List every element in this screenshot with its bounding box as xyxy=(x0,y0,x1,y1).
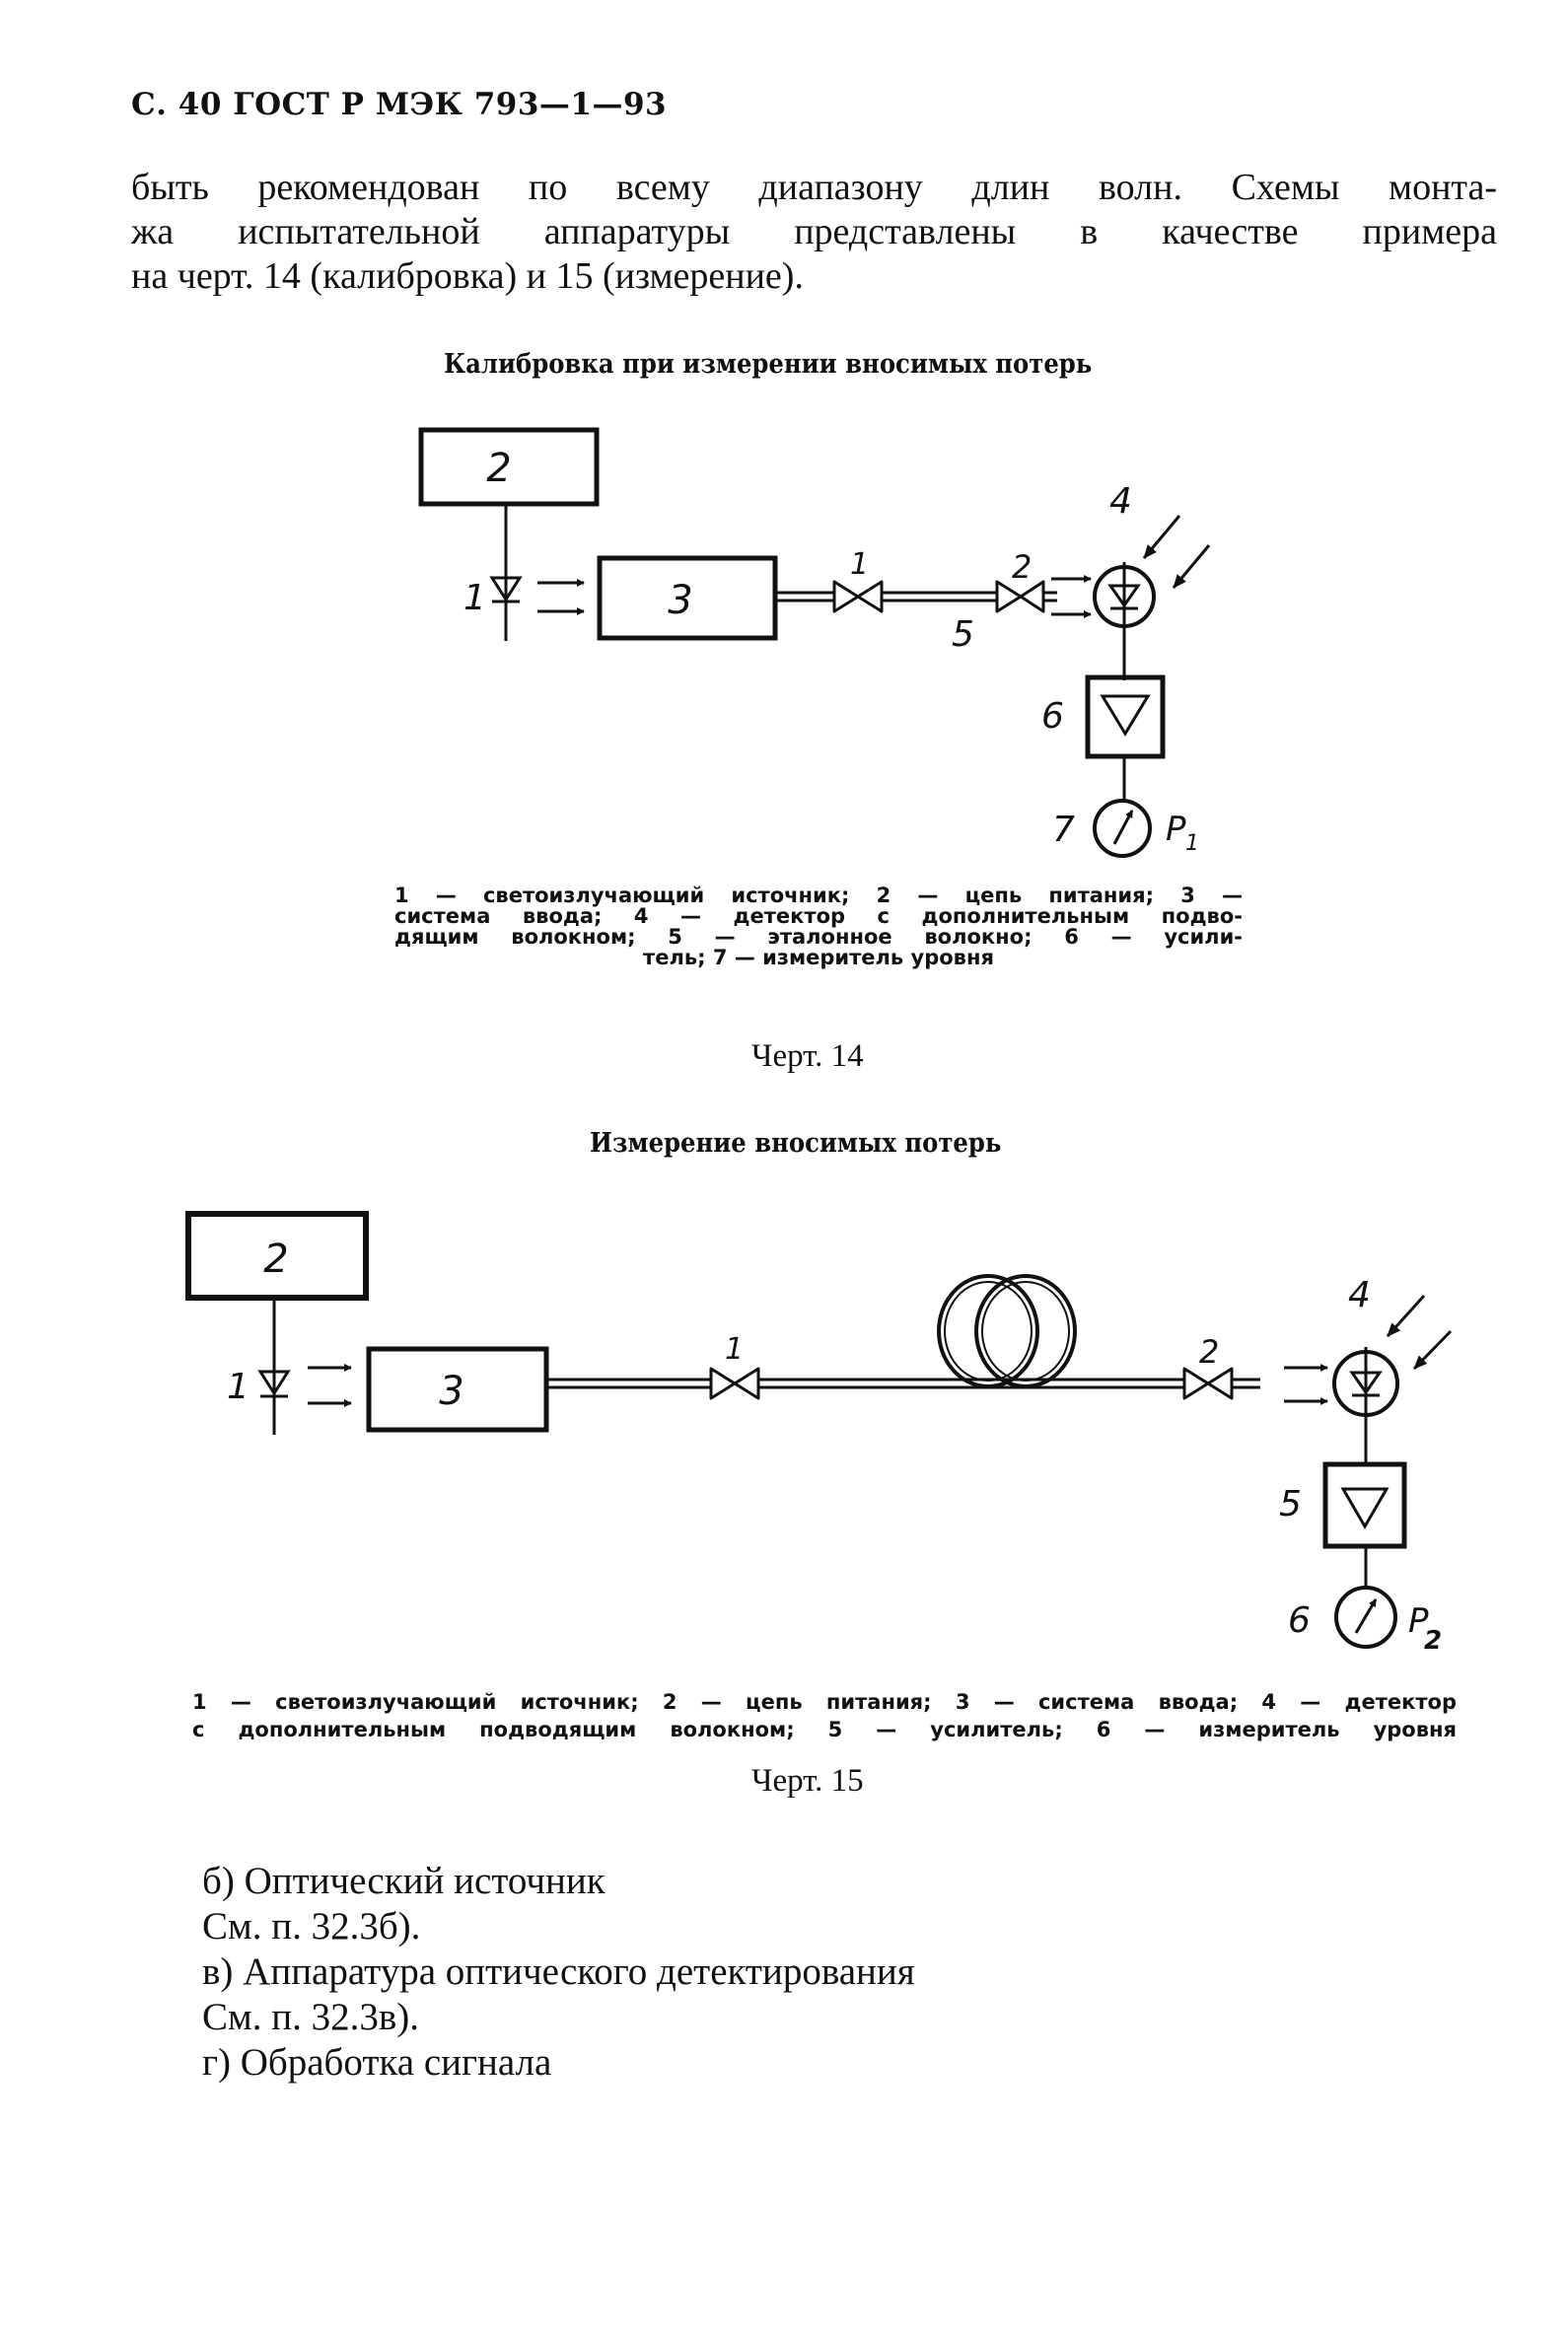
power-circuit-block: 2 xyxy=(418,427,600,507)
input-system-block: 3 xyxy=(597,555,778,641)
caption-line: дящим волокном; 5 — эталонное волокно; 6… xyxy=(394,925,1243,949)
power-circuit-label: 2 xyxy=(486,446,511,491)
input-system-label: 3 xyxy=(668,578,692,623)
figure15-title: Измерение вносимых потерь xyxy=(590,1128,1002,1159)
meter-reading-subscript: 1 xyxy=(1185,831,1199,856)
figure15-caption: 1 — светоизлучающий источник; 2 — цепь п… xyxy=(192,1688,1457,1743)
amplifier-block xyxy=(1085,674,1166,759)
fiber-line xyxy=(546,1378,1260,1389)
level-meter-icon xyxy=(1093,799,1152,858)
caption-line: 1 — светоизлучающий источник; 2 — цепь п… xyxy=(394,884,1243,907)
connector-2-label: 2 xyxy=(1012,548,1032,586)
detector-label: 4 xyxy=(1348,1275,1371,1315)
section-list: б) Оптический источник См. п. 32.3б). в)… xyxy=(202,1859,915,2086)
meter-reading-label: P xyxy=(1408,1601,1429,1641)
connector-1-icon xyxy=(709,1367,760,1400)
fiber-line xyxy=(775,591,1057,602)
connector-1-label: 1 xyxy=(850,547,869,582)
meter-label: 6 xyxy=(1288,1600,1311,1641)
level-meter-icon xyxy=(1334,1586,1397,1649)
led-source-icon xyxy=(257,1370,291,1398)
figure14-caption: 1 — светоизлучающий источник; 2 — цепь п… xyxy=(394,886,1243,968)
led-source-icon xyxy=(489,576,523,603)
caption-line: с дополнительным подводящим волокном; 5 … xyxy=(192,1718,1457,1741)
intro-paragraph: быть рекомендован по всему диапазону дли… xyxy=(131,166,1497,299)
figure14-number: Черт. 14 xyxy=(751,1038,864,1074)
power-circuit-block: 2 xyxy=(185,1211,369,1301)
figure14-title: Калибровка при измерении вносимых потерь xyxy=(444,349,1093,380)
intro-line: на черт. 14 (калибровка) и 15 (измерение… xyxy=(131,255,804,297)
figure15-number: Черт. 15 xyxy=(751,1763,864,1799)
amplifier-block xyxy=(1322,1461,1407,1549)
ambient-light-arrows-icon xyxy=(1142,515,1211,589)
source-label: 1 xyxy=(463,578,486,618)
caption-line: тель; 7 — измеритель уровня xyxy=(643,946,994,969)
connector-2-icon xyxy=(1182,1367,1234,1400)
detector-input-arrows-icon xyxy=(1051,575,1092,618)
photodetector-icon xyxy=(1332,1347,1399,1465)
caption-line: 1 — светоизлучающий источник; 2 — цепь п… xyxy=(192,1690,1457,1714)
intro-line: быть рекомендован по всему диапазону дли… xyxy=(131,167,1497,208)
input-system-label: 3 xyxy=(439,1369,463,1414)
emission-arrows-icon xyxy=(308,1364,352,1407)
list-item: б) Оптический источник xyxy=(202,1860,606,1902)
power-circuit-label: 2 xyxy=(263,1237,288,1282)
list-item: в) Аппаратура оптического детектирования xyxy=(202,1950,915,1993)
source-label: 1 xyxy=(227,1367,249,1407)
fiber-coil-icon xyxy=(937,1274,1077,1388)
caption-line: система ввода; 4 — детектор с дополнител… xyxy=(394,904,1243,928)
list-item: г) Обработка сигнала xyxy=(202,2041,552,2084)
amplifier-label: 5 xyxy=(1279,1484,1302,1524)
intro-line: жа испытательной аппаратуры представлены… xyxy=(131,211,1497,252)
detector-input-arrows-icon xyxy=(1284,1364,1328,1405)
page-header: С. 40 ГОСТ Р МЭК 793—1—93 xyxy=(131,87,668,122)
emission-arrows-icon xyxy=(537,579,585,615)
connector-1-icon xyxy=(832,580,884,613)
connector-2-label: 2 xyxy=(1199,1333,1219,1371)
detector-label: 4 xyxy=(1109,481,1132,522)
list-item: См. п. 32.3в). xyxy=(202,1996,419,2038)
amplifier-label: 6 xyxy=(1041,696,1064,737)
connector-1-label: 1 xyxy=(725,1332,744,1367)
input-system-block: 3 xyxy=(366,1346,549,1433)
photodetector-icon xyxy=(1093,562,1156,680)
meter-reading-subscript: 2 xyxy=(1424,1626,1442,1656)
reference-fiber-label: 5 xyxy=(952,614,974,655)
connector-2-icon xyxy=(995,580,1045,613)
figure15-diagram: 2 1 3 xyxy=(185,1211,1453,1656)
figure14-diagram: 2 1 3 1 xyxy=(418,427,1211,858)
ambient-light-arrows-icon xyxy=(1386,1294,1453,1371)
meter-reading-label: P xyxy=(1166,810,1186,849)
meter-label: 7 xyxy=(1052,810,1075,850)
list-item: См. п. 32.3б). xyxy=(202,1905,421,1948)
